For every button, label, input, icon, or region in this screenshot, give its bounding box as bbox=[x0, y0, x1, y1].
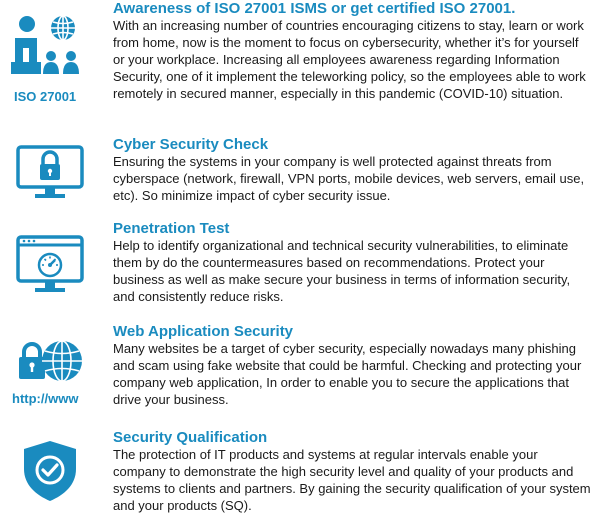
shield-check-icon bbox=[0, 439, 100, 503]
iso-people-globe-icon bbox=[0, 10, 100, 100]
section-text: Cyber Security Check Ensuring the system… bbox=[113, 136, 593, 204]
section-title: Security Qualification bbox=[113, 429, 268, 446]
section-body: Many websites be a target of cyber secur… bbox=[113, 341, 582, 407]
monitor-gauge-icon bbox=[0, 234, 100, 296]
iso-caption: ISO 27001 bbox=[14, 89, 77, 104]
section-body: The protection of IT products and system… bbox=[113, 447, 591, 513]
section-text: Web Application Security Many websites b… bbox=[113, 323, 593, 408]
section-title: Penetration Test bbox=[113, 220, 230, 237]
section-text: Security Qualification The protection of… bbox=[113, 429, 593, 514]
section-body: Ensuring the systems in your company is … bbox=[113, 154, 585, 203]
section-title: Awareness of ISO 27001 ISMS or get certi… bbox=[113, 0, 516, 17]
section-text: Penetration Test Help to identify organi… bbox=[113, 220, 593, 305]
section-title: Web Application Security bbox=[113, 323, 294, 340]
monitor-lock-icon bbox=[0, 144, 100, 202]
section-body: With an increasing number of countries e… bbox=[113, 18, 586, 101]
section-title: Cyber Security Check bbox=[113, 136, 269, 153]
section-text: Awareness of ISO 27001 ISMS or get certi… bbox=[113, 0, 593, 102]
lock-globe-icon bbox=[0, 337, 100, 385]
section-body: Help to identify organizational and tech… bbox=[113, 238, 571, 304]
url-caption: http://www bbox=[12, 391, 79, 406]
